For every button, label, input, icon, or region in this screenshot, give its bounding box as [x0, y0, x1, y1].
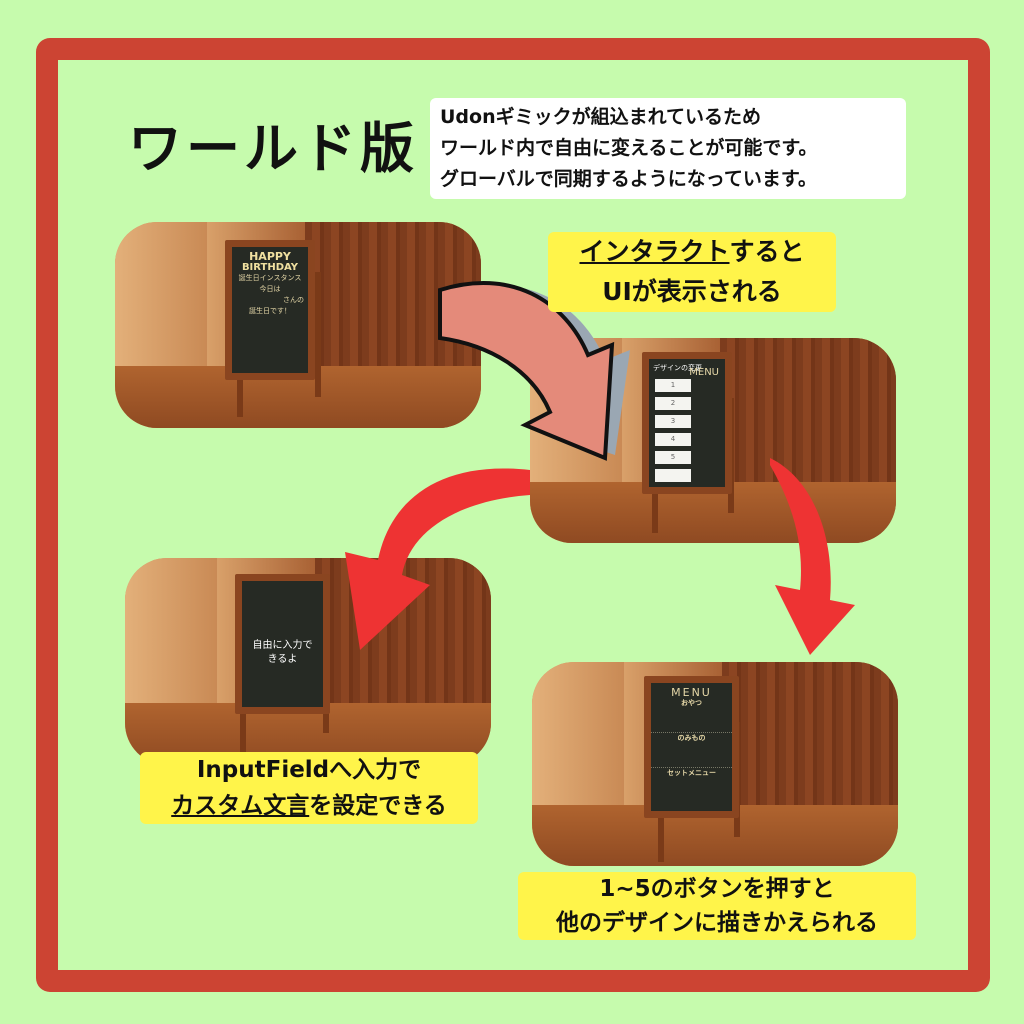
design-button-4[interactable]: 4 — [655, 433, 691, 446]
curved-arrow-red-left — [345, 468, 530, 650]
note-line: Udonギミックが組込まれているため — [440, 106, 762, 128]
design-button-2[interactable]: 2 — [655, 397, 691, 410]
design-button-3[interactable]: 3 — [655, 415, 691, 428]
curved-arrow-salmon — [438, 281, 615, 461]
design-button-5[interactable]: 5 — [655, 451, 691, 464]
page-title: ワールド版 — [128, 117, 418, 180]
custom-input-button[interactable] — [655, 469, 691, 482]
chalkboard-custom-text: 自由に入力できるよ — [235, 574, 330, 714]
chalkboard-design-ui: デザインの変更 MENU 1 2 3 4 5 — [642, 352, 732, 494]
note-line: ワールド内で自由に変えることが可能です。 — [440, 137, 818, 159]
chalkboard-birthday: HAPPY BIRTHDAY 誕生日インスタンス今日は さんの誕生日です！ — [225, 240, 315, 380]
label-design-buttons: 1~5のボタンを押すと他のデザインに描きかえられる — [518, 872, 916, 940]
scene-menu-board: MENU おやつ のみもの セットメニュー — [532, 662, 898, 866]
label-input-field: InputFieldへ入力で カスタム文言を設定できる — [140, 752, 478, 824]
chalkboard-menu: MENU おやつ のみもの セットメニュー — [644, 676, 739, 818]
red-frame — [36, 38, 990, 992]
description-note: Udonギミックが組込まれているため ワールド内で自由に変えることが可能です。 … — [430, 98, 906, 199]
note-line: グローバルで同期するようになっています。 — [440, 168, 817, 190]
design-button-1[interactable]: 1 — [655, 379, 691, 392]
curved-arrow-red-right — [770, 458, 855, 655]
label-interact: インタラクトすると UIが表示される — [548, 232, 836, 312]
